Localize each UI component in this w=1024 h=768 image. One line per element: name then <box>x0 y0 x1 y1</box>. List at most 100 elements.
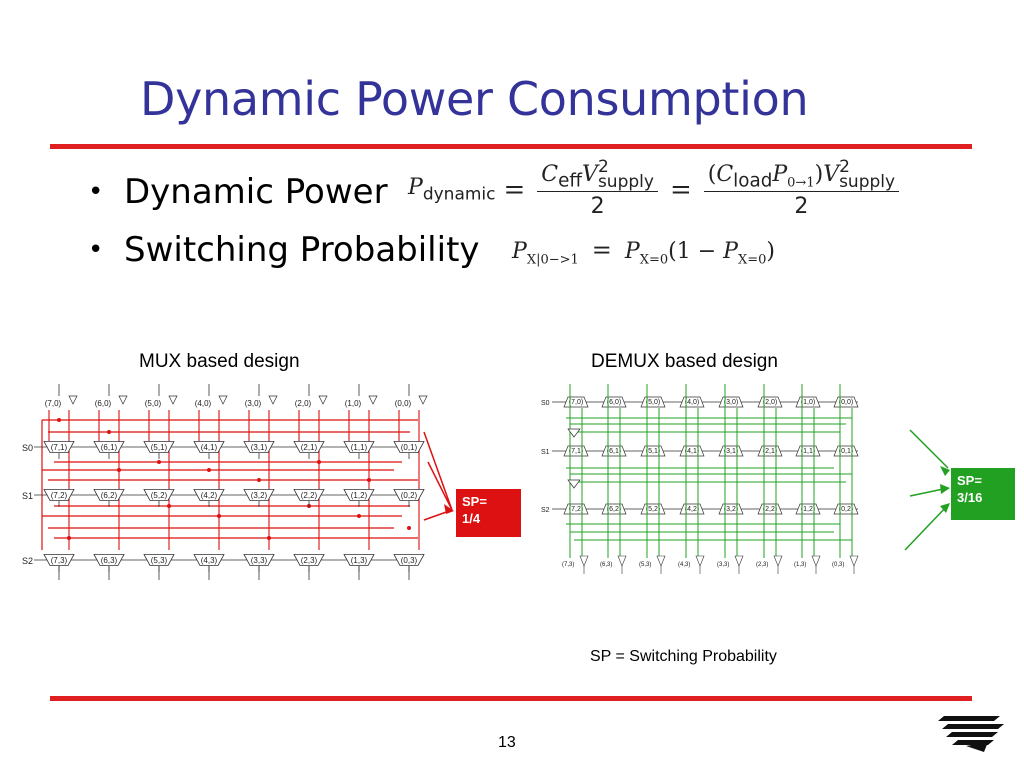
demux-cell-label: (0,0) <box>839 399 853 406</box>
demux-output-buffer-icon <box>773 555 783 567</box>
demux-cell-label: (7,0) <box>569 399 583 406</box>
demux-cell-label: (4,0) <box>685 399 699 406</box>
demux-cell-label: (2,2) <box>763 506 777 513</box>
mux-buffer-icon <box>268 395 278 405</box>
demux-cell-label: (2,1) <box>763 448 777 455</box>
demux-caption: DEMUX based design <box>591 351 778 372</box>
mux-cell-label: (2,1) <box>301 443 318 452</box>
demux-output-buffer-icon <box>579 555 589 567</box>
arrowhead-icon <box>444 504 454 514</box>
arrowhead-icon <box>940 503 950 513</box>
mux-cell-label: (4,1) <box>201 443 218 452</box>
demux-cell-label: (3,1) <box>724 448 738 455</box>
mux-cell-label: (2,3) <box>301 556 318 565</box>
demux-cell-label: (1,2) <box>801 506 815 513</box>
mux-top-label: (6,0) <box>95 399 112 408</box>
demux-cell-label: (2,0) <box>763 399 777 406</box>
demux-arrow-line <box>904 504 949 551</box>
mux-cell <box>193 554 225 566</box>
mux-cell <box>143 441 175 453</box>
mux-cell-label: (6,1) <box>101 443 118 452</box>
mux-buffer-icon <box>118 395 128 405</box>
arrowhead-icon <box>940 484 950 494</box>
demux-bottom-label: (7,3) <box>562 562 574 568</box>
demux-cell-label: (5,2) <box>646 506 660 513</box>
mux-cell-label: (0,1) <box>401 443 418 452</box>
demux-bottom-label: (3,3) <box>717 562 729 568</box>
mux-top-label: (5,0) <box>145 399 162 408</box>
mux-junction-dot <box>207 468 211 472</box>
mux-cell <box>93 554 125 566</box>
mux-cell-label: (2,2) <box>301 491 318 500</box>
demux-select-label: S0 <box>541 400 550 407</box>
demux-output-buffer-icon <box>695 555 705 567</box>
page-number: 13 <box>498 734 516 751</box>
demux-bottom-label: (2,3) <box>756 562 768 568</box>
demux-bottom-label: (4,3) <box>678 562 690 568</box>
buffer-icon <box>567 479 581 489</box>
demux-bottom-label: (6,3) <box>600 562 612 568</box>
mux-cell <box>143 489 175 501</box>
slide-title: Dynamic Power Consumption <box>140 72 809 126</box>
bullet-label: Dynamic Power <box>124 172 388 212</box>
mux-junction-dot <box>167 504 171 508</box>
mux-cell <box>43 441 75 453</box>
demux-output-buffer-icon <box>811 555 821 567</box>
mux-cell-label: (0,2) <box>401 491 418 500</box>
bullet-dynamic-power: • Dynamic Power <box>88 172 388 212</box>
mux-arrow-line <box>423 431 453 511</box>
demux-cell-label: (6,0) <box>607 399 621 406</box>
bullet-switching-probability: • Switching Probability <box>88 230 480 270</box>
mux-cell-label: (1,2) <box>351 491 368 500</box>
mux-buffer-icon <box>318 395 328 405</box>
bullet-label: Switching Probability <box>124 230 480 270</box>
demux-output-buffer-icon <box>734 555 744 567</box>
mux-select-label: S0 <box>22 443 33 453</box>
mux-buffer-icon <box>68 395 78 405</box>
demux-cell-label: (5,1) <box>646 448 660 455</box>
demux-cell-label: (5,0) <box>646 399 660 406</box>
mux-cell <box>293 489 325 501</box>
mux-cell <box>193 441 225 453</box>
demux-output-buffer-icon <box>849 555 859 567</box>
demux-sp-badge: SP= 3/16 <box>951 468 1015 520</box>
demux-cell-label: (7,2) <box>569 506 583 513</box>
mux-cell <box>293 441 325 453</box>
bottom-divider <box>50 696 972 701</box>
demux-cell-label: (3,2) <box>724 506 738 513</box>
mux-junction-dot <box>367 478 371 482</box>
bullet-dot-icon: • <box>88 235 104 265</box>
demux-bottom-label: (0,3) <box>832 562 844 568</box>
demux-output-buffer-icon <box>656 555 666 567</box>
demux-bottom-label: (5,3) <box>639 562 651 568</box>
demux-select-label: S2 <box>541 507 550 514</box>
arrowhead-icon <box>940 466 950 476</box>
mux-buffer-icon <box>418 395 428 405</box>
mux-arrow-line <box>427 461 453 511</box>
sp-footnote: SP = Switching Probability <box>590 648 777 665</box>
mux-cell-label: (5,3) <box>151 556 168 565</box>
mux-cell <box>193 489 225 501</box>
mux-junction-dot <box>267 536 271 540</box>
buffer-icon <box>567 428 581 438</box>
mux-top-label: (2,0) <box>295 399 312 408</box>
demux-cell-label: (3,0) <box>724 399 738 406</box>
mux-junction-dot <box>107 430 111 434</box>
logo-icon <box>938 716 1004 752</box>
mux-cell <box>243 554 275 566</box>
mux-cell-label: (0,3) <box>401 556 418 565</box>
mux-cell <box>43 489 75 501</box>
mux-cell-label: (7,1) <box>51 443 68 452</box>
mux-cell-label: (3,1) <box>251 443 268 452</box>
mux-top-label: (0,0) <box>395 399 412 408</box>
mux-top-label: (3,0) <box>245 399 262 408</box>
mux-cell-label: (3,3) <box>251 556 268 565</box>
mux-cell-label: (4,3) <box>201 556 218 565</box>
demux-arrow-line <box>909 429 949 469</box>
mux-buffer-icon <box>368 395 378 405</box>
mux-select-label: S1 <box>22 491 33 501</box>
mux-cell <box>393 489 425 501</box>
